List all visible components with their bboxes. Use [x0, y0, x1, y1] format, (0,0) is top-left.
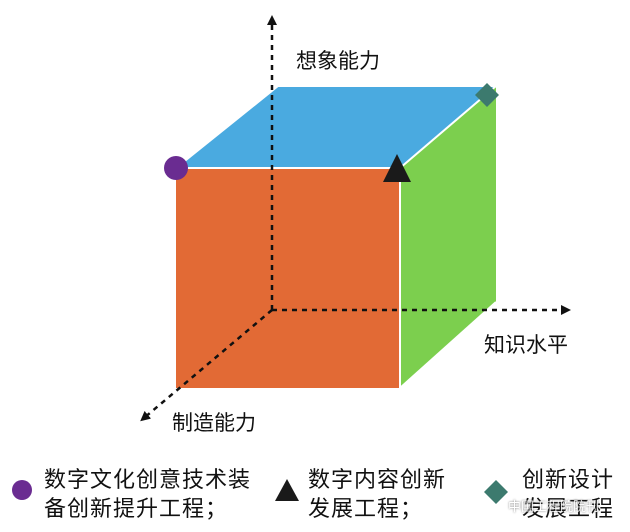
legend-item-3-line2: 发展工程	[522, 497, 615, 522]
cube-top-face	[176, 86, 496, 168]
legend-item-1-line1: 数字文化创意技术装	[44, 468, 252, 493]
legend-circle-icon	[12, 480, 32, 500]
legend-diamond-icon	[484, 480, 508, 504]
cube-edges	[175, 85, 499, 169]
legend-item-3-line1: 创新设计	[522, 468, 615, 493]
vertical-axis-label: 想象能力	[296, 49, 380, 73]
legend-item-3: 创新设计 发展工程	[522, 466, 614, 524]
legend-triangle-icon	[275, 479, 299, 501]
cube-edge-bottom-right	[399, 301, 497, 389]
legend-item-2-line2: 发展工程；	[308, 497, 424, 522]
diamond-marker	[475, 83, 499, 107]
watermark: 中国工程院院刊	[508, 500, 600, 515]
triangle-marker	[383, 154, 411, 182]
legend-item-1: 数字文化创意技术装 备创新提升工程；	[44, 466, 251, 524]
horizontal-axis-label: 知识水平	[484, 333, 568, 357]
depth-axis	[140, 309, 273, 422]
cube-front-face	[176, 168, 400, 388]
cube-side-face	[400, 86, 496, 388]
circle-marker	[164, 156, 188, 180]
legend-item-2-line1: 数字内容创新	[308, 468, 447, 493]
legend-item-2: 数字内容创新 发展工程；	[308, 466, 446, 524]
legend-item-1-line2: 备创新提升工程；	[44, 497, 229, 522]
depth-axis-label: 制造能力	[172, 411, 256, 435]
